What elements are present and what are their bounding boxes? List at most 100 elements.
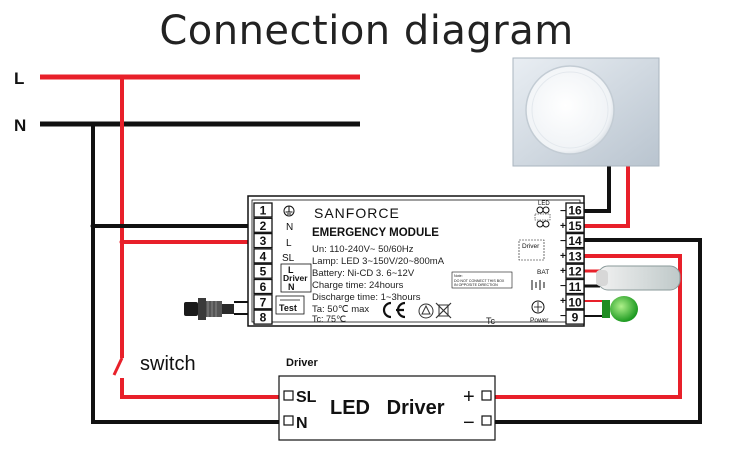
driver-box-caption: Driver — [286, 357, 319, 369]
svg-text:+: + — [560, 251, 566, 262]
terminal-1: 1 — [253, 202, 273, 218]
driver-input-label: Driver — [283, 273, 308, 283]
svg-text:4: 4 — [260, 249, 267, 263]
switch-lever — [112, 357, 124, 376]
svg-text:−: − — [560, 311, 566, 322]
terminal-5-label: L — [288, 265, 294, 275]
polarity-marks: − + − + + − + − — [560, 206, 566, 322]
battery-label: BAT — [537, 269, 549, 276]
terminal-11: 11 — [565, 278, 585, 295]
terminal-16: 16 — [565, 202, 585, 218]
svg-text:+: + — [560, 221, 566, 232]
svg-text:11: 11 — [569, 280, 582, 294]
svg-text:6: 6 — [260, 280, 267, 294]
driver-minus-label: − — [463, 412, 475, 434]
driver-plus-to-13-wire — [493, 254, 682, 399]
driver-output-label: Driver — [522, 243, 540, 250]
module-spec: Ta: 50℃ max — [312, 304, 369, 315]
battery-pack — [596, 265, 681, 291]
terminal-4-label: SL — [282, 253, 295, 264]
driver-n-label: N — [296, 415, 308, 432]
terminal-13: 13 — [565, 248, 585, 264]
module-brand: SANFORCE — [314, 205, 400, 221]
test-push-button — [184, 298, 234, 320]
svg-text:8: 8 — [260, 311, 267, 325]
terminal-6: 6 — [253, 278, 273, 295]
lamp-red-wire — [572, 164, 630, 228]
power-led-symbol-icon — [531, 300, 545, 314]
power-label: Power — [530, 317, 549, 324]
svg-text:14: 14 — [568, 234, 582, 248]
svg-text:10: 10 — [568, 295, 582, 309]
terminal-10: 10 — [565, 294, 585, 310]
led-symbol-icon — [534, 206, 551, 228]
svg-text:2: 2 — [260, 219, 267, 233]
green-indicator-led — [602, 296, 638, 322]
terminal-3-label: L — [286, 238, 292, 249]
led-panel-lamp — [512, 57, 660, 167]
driver-minus-to-14-wire — [493, 238, 702, 424]
lamp-led-label: LED — [538, 201, 550, 207]
terminal-9: 9 — [565, 309, 585, 325]
terminal-2: 2 — [253, 217, 273, 233]
junction-dot — [119, 239, 125, 245]
module-spec: Battery: Ni-CD 3. 6~12V — [312, 268, 415, 279]
svg-text:5: 5 — [260, 265, 267, 279]
mains-n-label: N — [14, 116, 26, 135]
svg-text:13: 13 — [568, 249, 582, 263]
page-title: Connection diagram — [159, 8, 574, 54]
n-to-driver-wire — [91, 226, 285, 424]
driver-plus-label: + — [463, 386, 475, 408]
terminal-4: 4 — [253, 248, 273, 264]
svg-text:−: − — [560, 206, 566, 217]
terminal-2-label: N — [286, 222, 293, 233]
svg-text:−: − — [560, 281, 566, 292]
emergency-module: SANFORCE EMERGENCY MODULE Un: 110-240V~ … — [247, 195, 585, 327]
svg-text:9: 9 — [572, 311, 579, 325]
terminal-5: 5 — [253, 263, 273, 279]
terminal-7: 7 — [253, 294, 273, 310]
svg-text:15: 15 — [568, 219, 582, 233]
svg-text:+: + — [560, 296, 566, 307]
svg-text:+: + — [560, 266, 566, 277]
l-to-terminal-3-wire — [120, 77, 250, 244]
crossed-bin-icon — [435, 302, 452, 319]
junction-dot — [90, 223, 96, 229]
led-driver-box: Driver SL N LED Driver + − — [278, 357, 496, 441]
svg-text:12: 12 — [568, 265, 582, 279]
terminal-3: 3 — [253, 232, 273, 249]
terminal-15: 15 — [565, 217, 585, 233]
n-to-terminal-2-wire — [91, 124, 250, 228]
module-spec: Lamp: LED 3~150V/20~800mA — [312, 256, 445, 267]
module-spec: Tc: 75℃ — [312, 314, 346, 324]
svg-text:−: − — [560, 236, 566, 247]
tc-mark: Tc — [486, 316, 496, 326]
switch-label: switch — [140, 353, 196, 375]
mains-l-label: L — [14, 69, 24, 88]
warning-line: IN OPPOSITE DIRECTION — [454, 283, 498, 287]
terminal-14: 14 — [565, 232, 585, 249]
battery-symbol-icon — [531, 280, 545, 290]
driver-title: LED Driver — [330, 397, 445, 419]
terminal-6-label: N — [288, 282, 295, 292]
driver-sl-label: SL — [296, 389, 317, 406]
warning-line: DO NOT CONNECT THIS BOX — [454, 279, 505, 283]
test-label: Test — [279, 303, 297, 313]
ce-mark — [382, 301, 406, 319]
svg-text:16: 16 — [568, 204, 582, 218]
terminal-8: 8 — [253, 309, 273, 325]
warning-note: Note: — [454, 274, 463, 278]
svg-text:1: 1 — [260, 204, 267, 218]
terminal-12: 12 — [565, 263, 585, 279]
module-spec: Un: 110-240V~ 50/60Hz — [312, 244, 414, 255]
svg-text:7: 7 — [260, 295, 267, 309]
switch-to-driver-sl-wire — [120, 378, 285, 399]
module-spec: Charge time: 24hours — [312, 280, 404, 291]
module-spec: Discharge time: 1~3hours — [312, 292, 421, 303]
ground-symbol-icon — [283, 205, 295, 217]
module-name: EMERGENCY MODULE — [312, 227, 439, 239]
svg-text:3: 3 — [260, 234, 267, 248]
recycle-icon — [418, 303, 434, 319]
